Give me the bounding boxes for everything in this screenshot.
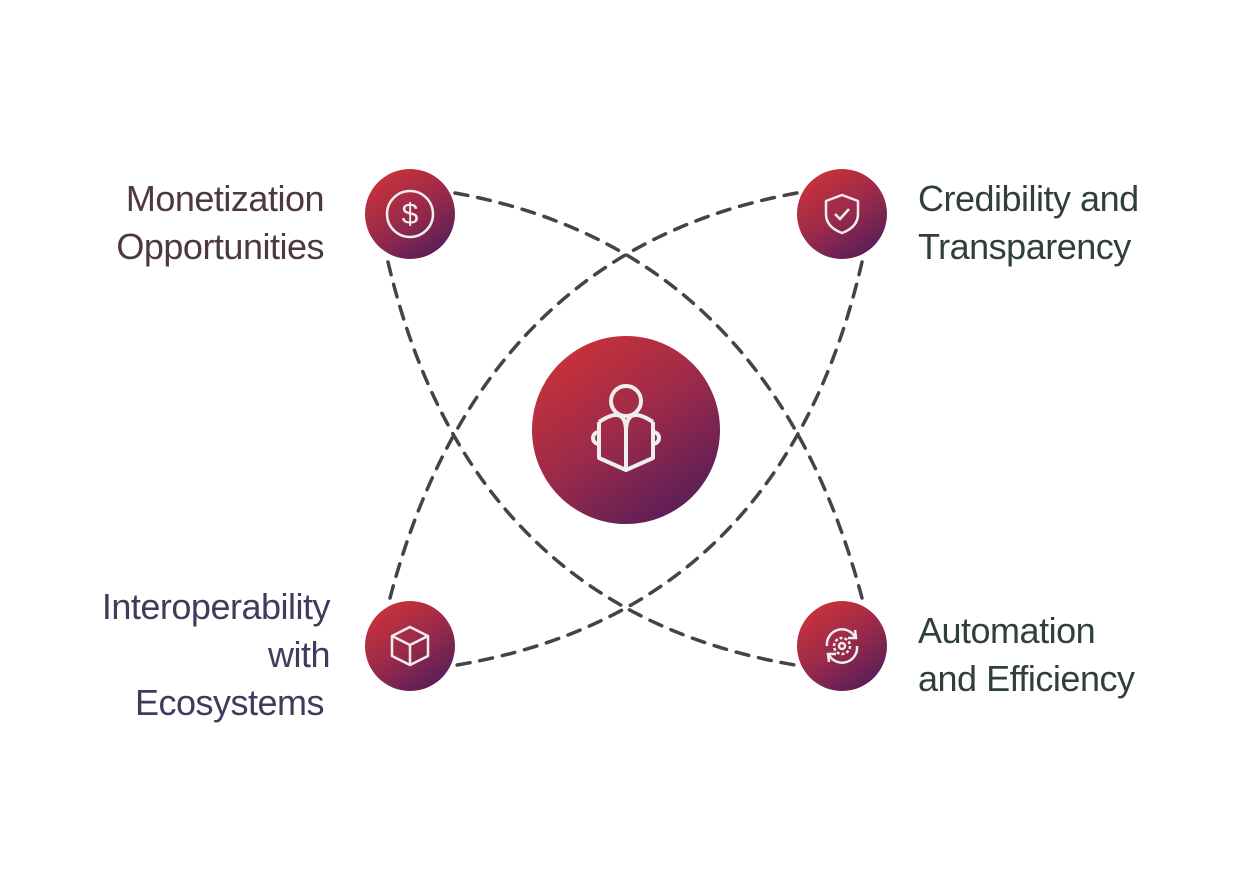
node-monetization: $ xyxy=(365,169,455,259)
label-monetization: Monetization Opportunities xyxy=(116,175,324,271)
node-automation xyxy=(797,601,887,691)
arc-credibility-interoperability-upper xyxy=(388,191,799,600)
center-node xyxy=(532,336,720,524)
label-line: with xyxy=(267,634,331,675)
label-line: and Efficiency xyxy=(918,658,1135,699)
arc-monetization-automation-lower xyxy=(386,260,797,667)
arc-monetization-automation-upper xyxy=(453,191,864,600)
label-automation: Automation and Efficiency xyxy=(918,607,1135,703)
cube-icon xyxy=(390,625,430,667)
label-line: Opportunities xyxy=(116,226,324,267)
shield-check-icon xyxy=(824,193,860,235)
reader-book-icon xyxy=(591,384,661,472)
dollar-coin-icon: $ xyxy=(385,189,435,239)
label-line: Interoperability xyxy=(101,586,331,627)
label-interoperability: Interoperability with Ecosystems xyxy=(101,583,331,727)
label-line: Automation xyxy=(918,610,1096,651)
label-line: Transparency xyxy=(918,226,1131,267)
node-interoperability xyxy=(365,601,455,691)
svg-text:$: $ xyxy=(402,198,419,231)
label-line: Monetization xyxy=(125,178,325,219)
node-credibility xyxy=(797,169,887,259)
label-credibility: Credibility and Transparency xyxy=(918,175,1139,271)
label-line: Ecosystems xyxy=(134,682,325,723)
arc-credibility-interoperability-lower xyxy=(455,260,864,667)
label-line: Credibility and xyxy=(918,178,1139,219)
gear-cycle-icon xyxy=(825,628,859,664)
